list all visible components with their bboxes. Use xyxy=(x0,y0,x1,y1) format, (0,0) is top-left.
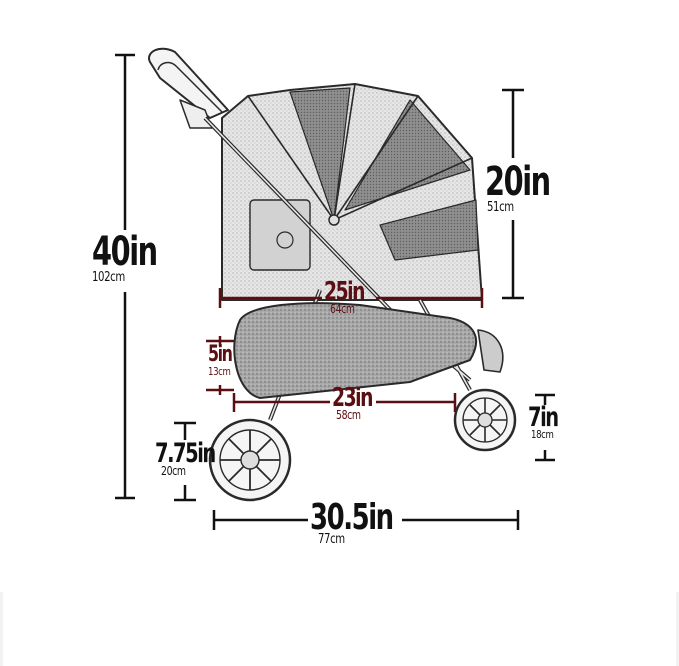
total-length-label: 30.5in 77cm xyxy=(310,497,425,547)
rear-wheel xyxy=(208,418,292,502)
front-wheel xyxy=(453,388,517,452)
total-length-dimension-line xyxy=(212,510,520,530)
cabin-length-metric: 64cm xyxy=(330,302,355,316)
cabin-height-imperial: 20in xyxy=(485,159,551,205)
front-wheel-dimension-line xyxy=(535,393,555,462)
cabin-length-imperial: 25in xyxy=(324,277,365,307)
basket-height-label: 5in 13cm xyxy=(208,342,241,378)
storage-basket xyxy=(233,302,477,399)
basket-length-dimension-line xyxy=(232,393,457,412)
side-pocket xyxy=(249,199,311,271)
rear-wheel-dimension-line xyxy=(174,421,196,502)
basket-length-imperial: 23in xyxy=(332,383,373,413)
front-wheel-imperial: 7in xyxy=(528,402,559,433)
total-height-imperial: 40in xyxy=(92,229,158,275)
total-length-metric: 77cm xyxy=(318,532,345,547)
basket-length-metric: 58cm xyxy=(336,408,361,422)
front-wheel-metric: 18cm xyxy=(531,428,554,441)
total-height-metric: 102cm xyxy=(92,270,125,285)
rear-wheel-label: 7.75in 20cm xyxy=(155,440,238,477)
total-height-dimension-line xyxy=(115,53,135,500)
side-mesh-window xyxy=(379,199,479,261)
total-height-label: 40in 102cm xyxy=(92,232,182,284)
cabin-length-label: 25in 64cm xyxy=(324,279,380,315)
front-wheel-label: 7in 18cm xyxy=(528,404,569,440)
rear-wheel-metric: 20cm xyxy=(161,464,186,478)
basket-height-imperial: 5in xyxy=(208,342,233,367)
basket-height-dimension-line xyxy=(206,336,234,395)
image-bottom-border xyxy=(0,592,679,666)
cabin xyxy=(221,83,483,301)
total-length-imperial: 30.5in xyxy=(310,497,394,538)
stroller-illustration xyxy=(148,47,517,502)
basket-height-metric: 13cm xyxy=(208,365,231,378)
cabin-height-dimension-line xyxy=(502,88,524,300)
handle-bar xyxy=(148,47,229,129)
rear-wheel-imperial: 7.75in xyxy=(155,438,216,469)
canopy-mesh-panel xyxy=(289,87,351,221)
cabin-height-metric: 51cm xyxy=(487,200,514,215)
cabin-height-label: 20in 51cm xyxy=(485,162,575,214)
basket-length-label: 23in 58cm xyxy=(332,385,388,421)
cabin-length-dimension-line xyxy=(218,288,484,308)
